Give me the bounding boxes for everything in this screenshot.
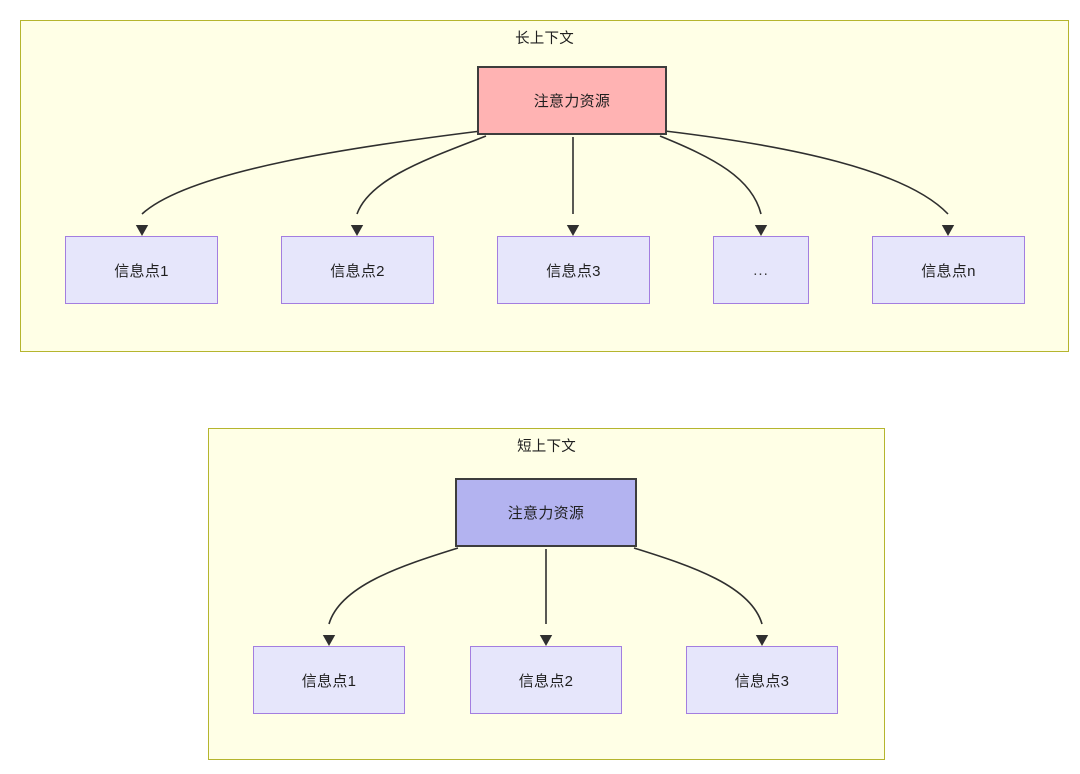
node-label: 注意力资源 (507, 505, 585, 522)
node-long-info-point-1[interactable]: 信息点1 (65, 236, 218, 304)
node-long-info-point-n[interactable]: 信息点n (872, 236, 1025, 304)
node-label: 信息点2 (330, 262, 385, 280)
group-long-context-title: 长上下文 (515, 31, 574, 47)
node-short-attention-resource[interactable]: 注意力资源 (455, 478, 637, 547)
node-short-info-point-2[interactable]: 信息点2 (470, 646, 622, 714)
node-short-info-point-1[interactable]: 信息点1 (253, 646, 405, 714)
node-label: 信息点3 (734, 672, 790, 690)
node-long-attention-resource[interactable]: 注意力资源 (477, 66, 667, 135)
node-label: 信息点2 (518, 672, 574, 690)
group-short-context-title: 短上下文 (517, 439, 576, 455)
node-label: 信息点n (921, 262, 976, 280)
node-long-info-point-2[interactable]: 信息点2 (281, 236, 434, 304)
node-long-info-point-ellipsis[interactable]: ... (713, 236, 809, 304)
node-label: 注意力资源 (533, 93, 611, 110)
node-long-info-point-3[interactable]: 信息点3 (497, 236, 650, 304)
ellipsis-icon: ... (753, 261, 769, 279)
node-label: 信息点1 (301, 672, 357, 690)
node-short-info-point-3[interactable]: 信息点3 (686, 646, 838, 714)
node-label: 信息点1 (114, 262, 169, 280)
node-label: 信息点3 (546, 262, 601, 280)
